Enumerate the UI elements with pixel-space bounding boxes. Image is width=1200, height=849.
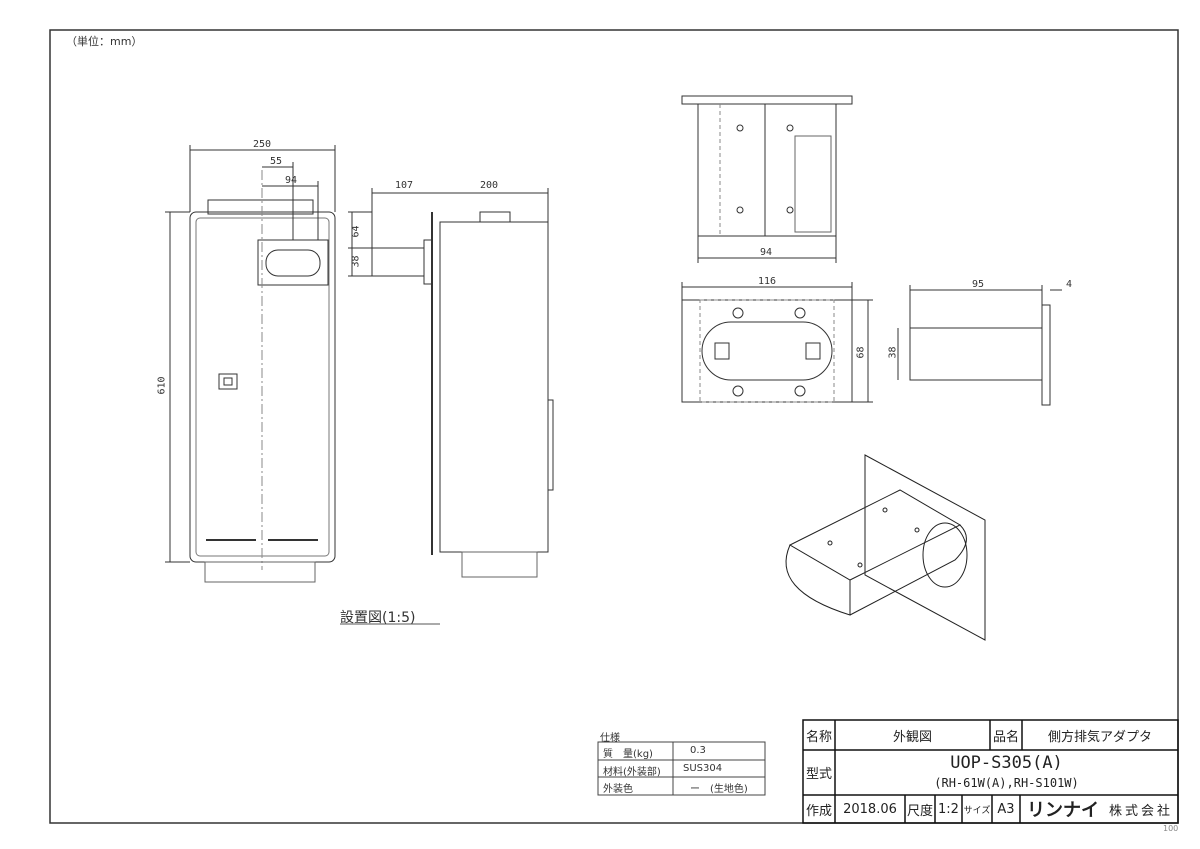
model-value: UOP-S305(A) bbox=[950, 753, 1063, 773]
dim-adapter-length: 95 bbox=[972, 279, 985, 290]
unit-note: （単位：mm） bbox=[66, 35, 143, 48]
side-view bbox=[348, 188, 554, 578]
spec-label: 外装色 bbox=[603, 784, 633, 795]
dim-front-inner: 94 bbox=[285, 175, 298, 186]
dim-plate-width: 116 bbox=[758, 276, 777, 287]
spec-value: SUS304 bbox=[683, 763, 723, 774]
product-value: 側方排気アダプタ bbox=[1047, 729, 1152, 745]
plate-view bbox=[681, 282, 873, 403]
sheet-border bbox=[49, 29, 1179, 824]
company-logo: リンナイ bbox=[1027, 800, 1099, 821]
created-value: 2018.06 bbox=[843, 801, 897, 817]
dim-top-width: 94 bbox=[760, 247, 773, 258]
dim-plate-height: 68 bbox=[855, 346, 867, 359]
model-sub: (RH-61W(A),RH-S101W) bbox=[934, 776, 1079, 790]
model-label: 型式 bbox=[805, 767, 832, 782]
dim-side-adapter: 107 bbox=[395, 180, 414, 191]
spec-label: 質 量(kg) bbox=[603, 749, 653, 760]
dim-adapter-height: 38 bbox=[887, 346, 899, 359]
scale-label: 尺度 bbox=[906, 803, 933, 819]
spec-label: 材料(外装部) bbox=[603, 767, 661, 778]
dim-front-offset: 55 bbox=[270, 156, 283, 167]
isometric-view bbox=[785, 454, 986, 641]
size-value: A3 bbox=[997, 801, 1015, 817]
product-label: 品名 bbox=[992, 729, 1019, 745]
size-label: サイズ bbox=[963, 805, 991, 816]
dim-adapter-plate: 4 bbox=[1066, 279, 1073, 290]
page-code: 100 bbox=[1163, 824, 1179, 833]
title-block-lines bbox=[802, 719, 1179, 824]
name-label: 名称 bbox=[805, 729, 832, 745]
dim-front-width: 250 bbox=[253, 139, 272, 150]
top-view bbox=[681, 95, 853, 263]
spec-title: 仕様 bbox=[600, 733, 620, 744]
dim-side-h2: 38 bbox=[350, 255, 362, 268]
spec-value: 0.3 bbox=[690, 745, 706, 756]
name-value: 外観図 bbox=[892, 729, 932, 745]
dim-front-height: 610 bbox=[156, 376, 168, 395]
dim-side-h1: 64 bbox=[350, 225, 362, 238]
created-label: 作成 bbox=[805, 803, 832, 819]
adapter-side-view bbox=[897, 285, 1062, 406]
scale-value: 1:2 bbox=[938, 801, 959, 817]
spec-table-lines bbox=[597, 741, 766, 796]
dim-side-body: 200 bbox=[480, 180, 499, 191]
install-label: 設置図(1:5) bbox=[340, 610, 416, 626]
spec-value: ー (生地色) bbox=[690, 784, 748, 795]
company-suffix: 株式会社 bbox=[1108, 803, 1173, 819]
front-view bbox=[165, 145, 336, 583]
